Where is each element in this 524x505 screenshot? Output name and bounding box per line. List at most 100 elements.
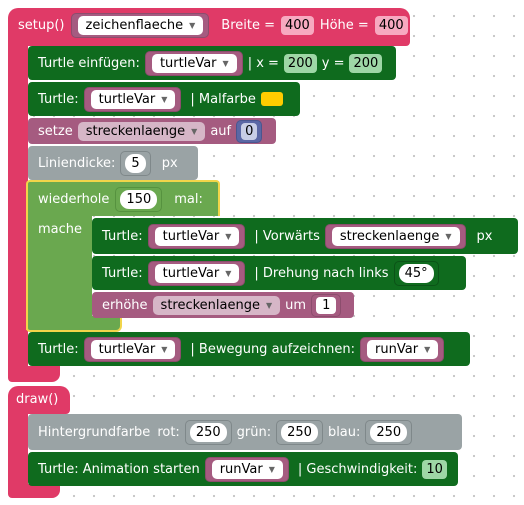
turn-turtle-variable-name: turtleVar	[162, 265, 220, 281]
green-value-shadow[interactable]: 250	[276, 419, 323, 445]
repeat-loop-arm	[26, 214, 92, 330]
repeat-count-shadow[interactable]: 150	[115, 186, 163, 212]
chevron-down-icon: ▼	[225, 268, 232, 278]
forward-distance-variable[interactable]: streckenlaenge ▼	[324, 223, 466, 249]
turtle-insert-label: Turtle einfügen:	[38, 55, 140, 71]
times-label: mal:	[174, 191, 203, 207]
red-label: rot:	[157, 424, 180, 440]
line-width-label: Liniendicke:	[38, 155, 116, 171]
increase-variable-dropdown[interactable]: streckenlaenge ▼	[152, 295, 281, 315]
set-variable-block[interactable]: setze streckenlaenge ▼ auf 0	[28, 118, 276, 144]
turtle-color-variable-dropdown[interactable]: turtleVar ▼	[90, 89, 176, 109]
chevron-down-icon: ▼	[191, 126, 198, 136]
repeat-count-input[interactable]: 150	[120, 189, 158, 209]
turn-turtle-variable[interactable]: turtleVar ▼	[147, 260, 246, 286]
turn-turtle-label: Turtle:	[102, 265, 143, 281]
forward-turtle-label: Turtle:	[102, 228, 143, 244]
turtle-insert-variable[interactable]: turtleVar ▼	[144, 50, 243, 76]
forward-distance-dropdown[interactable]: streckenlaenge ▼	[331, 226, 460, 246]
line-width-unit: px	[161, 155, 178, 171]
canvas-variable-dropdown[interactable]: zeichenflaeche ▼	[77, 15, 204, 35]
line-width-block[interactable]: Liniendicke: 5 px	[28, 146, 198, 180]
record-run-variable-dropdown[interactable]: runVar ▼	[367, 339, 439, 359]
blue-label: blau:	[327, 424, 361, 440]
setup-bottom-arm	[8, 366, 60, 382]
green-label: grün:	[236, 424, 272, 440]
turtle-insert-variable-dropdown[interactable]: turtleVar ▼	[151, 53, 237, 73]
turn-block[interactable]: Turtle: turtleVar ▼ | Drehung nach links…	[92, 256, 466, 290]
record-turtle-label: Turtle:	[38, 341, 79, 357]
increase-value-shadow[interactable]: 1	[311, 293, 342, 317]
animation-block[interactable]: Turtle: Animation starten runVar ▼ | Ges…	[28, 452, 458, 486]
turtle-insert-block[interactable]: Turtle einfügen: turtleVar ▼ | x = 200 y…	[28, 46, 396, 80]
chevron-down-icon: ▼	[268, 464, 275, 474]
set-variable-name: streckenlaenge	[85, 123, 186, 139]
record-run-variable[interactable]: runVar ▼	[360, 336, 445, 362]
canvas-variable-name: zeichenflaeche	[85, 17, 184, 33]
set-label: setze	[38, 123, 73, 139]
width-input[interactable]: 400	[281, 15, 314, 35]
setup-label: setup()	[18, 17, 65, 33]
draw-bottom-arm	[8, 484, 60, 498]
repeat-loop-bottom	[26, 316, 122, 332]
record-turtle-variable-name: turtleVar	[98, 341, 156, 357]
height-label: Höhe =	[319, 17, 369, 33]
turn-angle-shadow[interactable]: 45°	[393, 260, 439, 286]
chevron-down-icon: ▼	[445, 231, 452, 241]
increase-block[interactable]: erhöhe streckenlaenge ▼ um 1	[92, 292, 354, 318]
increase-value-input[interactable]: 1	[316, 296, 337, 314]
blue-value-input[interactable]: 250	[370, 422, 408, 442]
record-run-variable-name: runVar	[375, 341, 419, 357]
number-shadow[interactable]: 0	[236, 119, 263, 143]
draw-left-arm	[8, 410, 28, 490]
red-value-input[interactable]: 250	[189, 422, 227, 442]
forward-turtle-variable[interactable]: turtleVar ▼	[147, 223, 246, 249]
line-width-input[interactable]: 5	[125, 153, 146, 173]
canvas-variable[interactable]: zeichenflaeche ▼	[70, 12, 210, 38]
to-label: auf	[210, 123, 232, 139]
record-turtle-variable[interactable]: turtleVar ▼	[83, 336, 182, 362]
x-input[interactable]: 200	[283, 53, 317, 73]
forward-turtle-variable-dropdown[interactable]: turtleVar ▼	[154, 226, 240, 246]
turtle-color-label: Turtle:	[38, 91, 79, 107]
speed-label: | Geschwindigkeit:	[297, 461, 418, 477]
chevron-down-icon: ▼	[424, 344, 431, 354]
green-value-input[interactable]: 250	[281, 422, 318, 442]
red-value-shadow[interactable]: 250	[184, 419, 232, 445]
record-block[interactable]: Turtle: turtleVar ▼ | Bewegung aufzeichn…	[28, 332, 470, 366]
speed-input[interactable]: 10	[422, 459, 447, 479]
forward-unit: px	[476, 228, 493, 244]
blue-value-shadow[interactable]: 250	[365, 419, 413, 445]
turn-angle-input[interactable]: 45°	[398, 263, 434, 283]
turtle-color-variable[interactable]: turtleVar ▼	[83, 86, 182, 112]
background-block[interactable]: Hintergrundfarbe rot: 250 grün: 250 blau…	[28, 414, 462, 450]
turn-turtle-variable-dropdown[interactable]: turtleVar ▼	[154, 263, 240, 283]
chevron-down-icon: ▼	[225, 231, 232, 241]
pen-color-swatch[interactable]	[260, 92, 283, 106]
draw-block[interactable]	[8, 386, 70, 414]
increase-label: erhöhe	[102, 297, 148, 313]
draw-label: draw()	[16, 392, 59, 407]
set-value-input[interactable]: 0	[241, 122, 258, 140]
forward-block[interactable]: Turtle: turtleVar ▼ | Vorwärts streckenl…	[92, 218, 518, 254]
animation-run-variable-dropdown[interactable]: runVar ▼	[211, 459, 283, 479]
chevron-down-icon: ▼	[161, 344, 168, 354]
set-variable-dropdown[interactable]: streckenlaenge ▼	[77, 121, 206, 141]
animation-run-variable[interactable]: runVar ▼	[204, 456, 289, 482]
repeat-label: wiederhole	[38, 191, 110, 207]
height-input[interactable]: 400	[374, 15, 408, 35]
chevron-down-icon: ▼	[161, 94, 168, 104]
line-width-shadow[interactable]: 5	[120, 150, 151, 176]
background-label: Hintergrundfarbe	[38, 424, 151, 440]
turtle-color-block[interactable]: Turtle: turtleVar ▼ | Malfarbe	[28, 82, 300, 116]
chevron-down-icon: ▼	[222, 58, 229, 68]
y-input[interactable]: 200	[349, 53, 383, 73]
chevron-down-icon: ▼	[266, 300, 273, 310]
forward-turtle-variable-name: turtleVar	[162, 228, 220, 244]
by-label: um	[285, 297, 307, 313]
chevron-down-icon: ▼	[189, 20, 196, 30]
record-turtle-variable-dropdown[interactable]: turtleVar ▼	[90, 339, 176, 359]
record-label: | Bewegung aufzeichnen:	[190, 341, 356, 357]
setup-left-arm	[8, 40, 28, 372]
turtle-color-variable-name: turtleVar	[98, 91, 156, 107]
